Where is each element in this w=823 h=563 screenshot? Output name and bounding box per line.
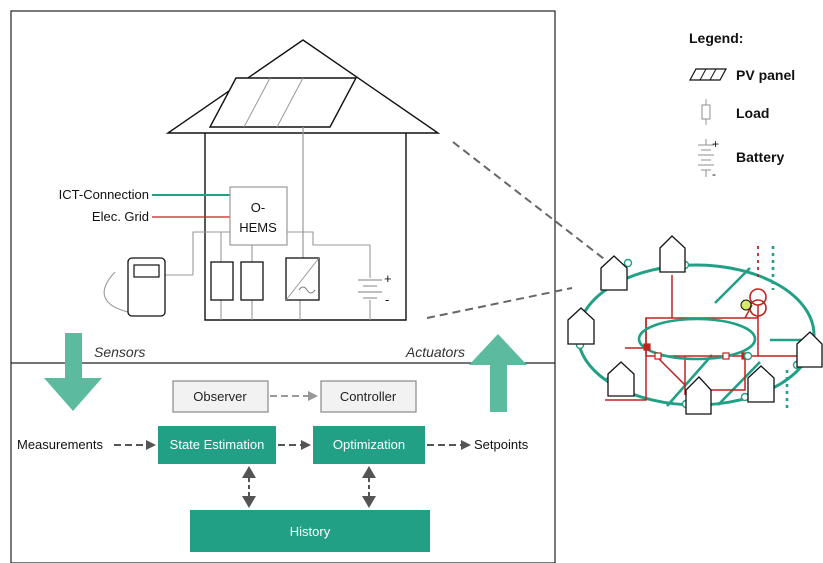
state-estimation-label: State Estimation <box>170 437 265 452</box>
optimization-label: Optimization <box>333 437 405 452</box>
grid-house-7 <box>796 331 823 368</box>
load-1-icon <box>210 261 234 301</box>
observer-box <box>172 380 269 413</box>
legend-battery-minus: - <box>712 167 716 181</box>
grid-house-3 <box>567 307 595 345</box>
load-2-icon <box>240 261 264 301</box>
grid-house-2 <box>659 235 686 273</box>
history-box <box>190 510 430 552</box>
zoom-line-top <box>452 141 609 263</box>
legend-pv-icon <box>688 68 728 81</box>
legend-battery-plus: + <box>712 137 719 151</box>
measurements-label: Measurements <box>17 437 103 452</box>
sensors-arrow <box>44 333 102 411</box>
grid-house-4 <box>607 361 635 397</box>
house: ICT-Connection Elec. Grid O- HEMS <box>59 39 441 321</box>
ohems-label-line1: O- <box>251 200 265 215</box>
state-estimation-box <box>158 426 276 464</box>
battery-icon <box>358 279 382 299</box>
pv-panel-icon <box>208 77 358 128</box>
distribution-grid <box>567 235 823 415</box>
controller-label: Controller <box>340 389 397 404</box>
history-link-left <box>242 466 256 508</box>
battery-plus: + <box>384 271 392 286</box>
legend-pv-label: PV panel <box>736 67 795 83</box>
grid-house-6 <box>747 365 775 403</box>
grid-house-5 <box>685 376 712 415</box>
outer-frame <box>10 10 556 563</box>
legend-load-label: Load <box>736 105 769 121</box>
history-label: History <box>290 524 331 539</box>
ohems-label-line2: HEMS <box>239 220 277 235</box>
transformer-icon <box>740 288 767 317</box>
optimization-box <box>313 426 425 464</box>
inverter-icon <box>285 257 320 301</box>
legend-title: Legend: <box>689 30 743 46</box>
legend-battery-label: Battery <box>736 149 784 165</box>
house-walls <box>204 133 407 321</box>
grid-house-1 <box>600 255 628 291</box>
actuators-label: Actuators <box>405 344 465 360</box>
ict-connection-label: ICT-Connection <box>59 187 149 202</box>
sensors-label: Sensors <box>94 344 145 360</box>
smart-meter-icon <box>127 257 166 317</box>
elec-grid-label: Elec. Grid <box>92 209 149 224</box>
zoom-line-bottom <box>426 287 573 319</box>
legend-load-icon <box>701 99 711 125</box>
ohems-box <box>229 186 288 246</box>
legend-battery-icon <box>698 139 714 177</box>
actuators-arrow <box>469 334 527 412</box>
battery-minus: - <box>385 292 389 307</box>
setpoints-label: Setpoints <box>474 437 529 452</box>
history-link-right <box>362 466 376 508</box>
observer-label: Observer <box>193 389 247 404</box>
controller-box <box>320 380 417 413</box>
